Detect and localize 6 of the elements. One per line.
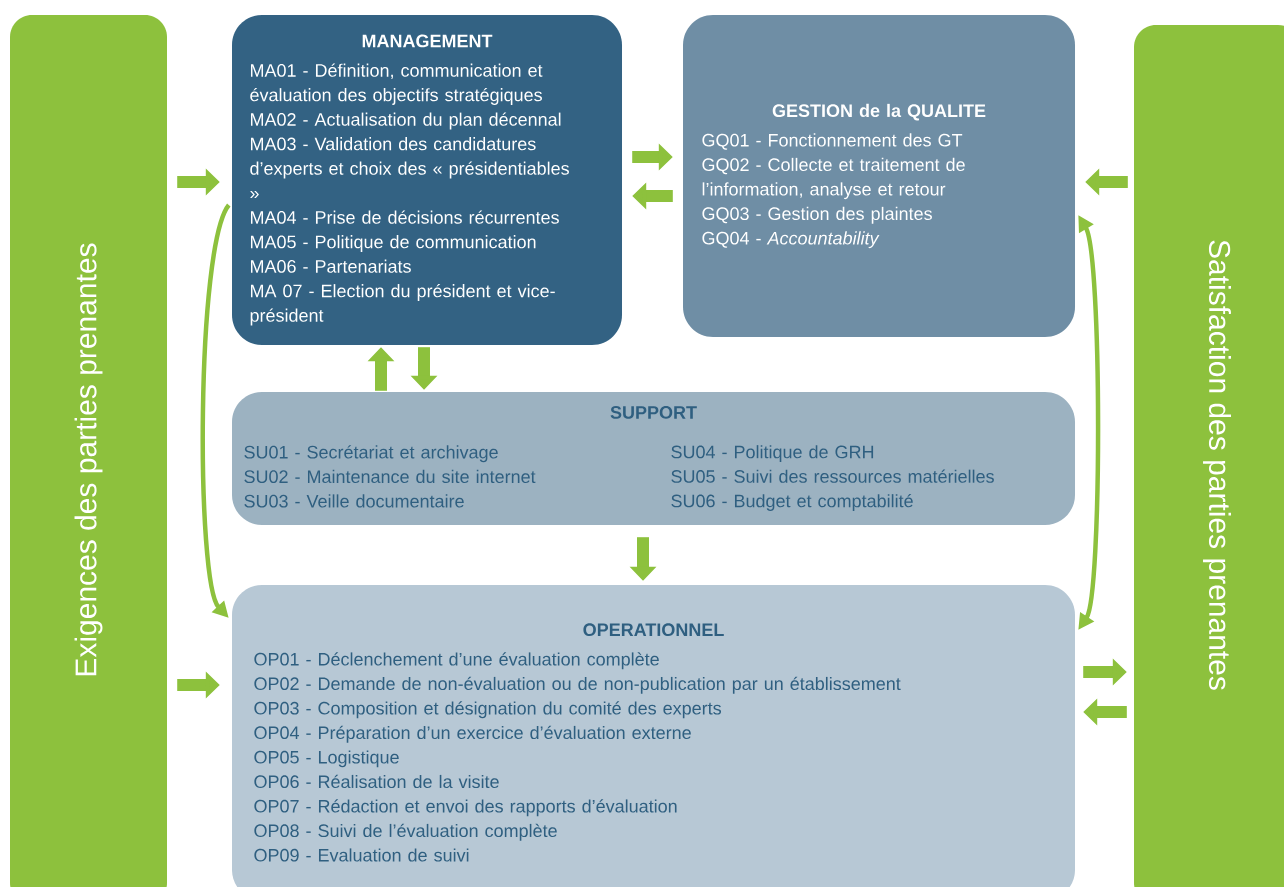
side-band: Exigences des parties prenantes xyxy=(10,15,167,887)
process-box: SUPPORT SU01 - Secrétariat et archivage SU02 - Maintenance du site internet SU03 - Veille documentaire SU04 - Politique de GRH SU05 - Suivi des ressources matérielles SU06 - Budget et comptabilité xyxy=(232,392,1075,525)
process-box: GESTION de la QUALITE GQ01 - Fonctionnement des GT GQ02 - Collecte et traitement de l’information, analyse et retour GQ03 - Gestion des plaintes GQ04 - Accountability xyxy=(683,15,1075,337)
side-band: Satisfaction des parties prenantes xyxy=(1134,25,1284,887)
process-box: MANAGEMENT MA01 - Définition, communication et évaluation des objectifs stratégiques MA02 - Actualisation du plan décennal MA03 - Validation des candidatures d’experts et choix des « présidentiables » MA04 - Prise de décisions récurrentes MA05 - Politique de communication MA06 - Partenariats MA 07 - Election du président et vice-président xyxy=(232,15,622,345)
process-box: OPERATIONNEL OP01 - Déclenchement d’une évaluation complète OP02 - Demande de non-évaluation ou de non-publication par un établissement OP03 - Composition et désignation du comité des experts OP04 - Préparation d’un exercice d’évaluation externe OP05 - Logistique OP06 - Réalisation de la visite OP07 - Rédaction et envoi des rapports d’évaluation OP08 - Suivi de l’évaluation complète OP09 - Evaluation de suivi xyxy=(232,585,1075,887)
